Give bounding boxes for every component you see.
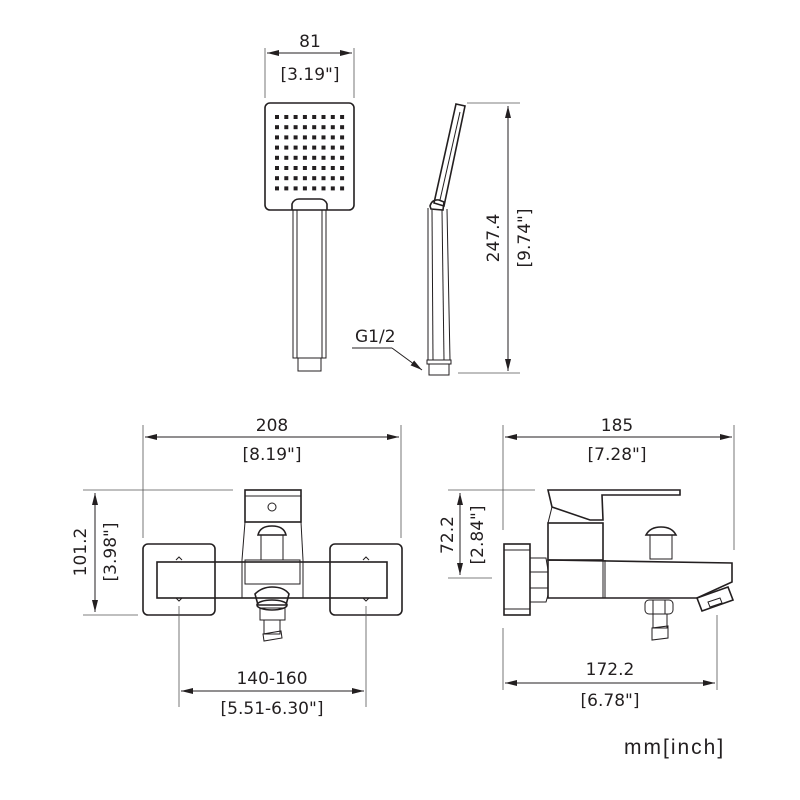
spray-nozzles	[275, 115, 345, 191]
height-72-2-label: 72.2	[438, 516, 458, 554]
width-81-label: 81	[299, 32, 321, 52]
units-label: mm[inch]	[624, 736, 725, 759]
spout-172-2-label: 172.2	[586, 660, 635, 680]
depth-7-28-label: [7.28"]	[588, 445, 647, 465]
mixer-front-view: 208 [8.19"] 101.2 [3.98"]	[71, 416, 403, 719]
hand-shower-side-view: G1/2 247.4 [9.74"]	[352, 102, 535, 376]
height-2-84-label: [2.84"]	[468, 506, 488, 565]
spout-6-78-label: [6.78"]	[581, 691, 640, 711]
width-8-19-label: [8.19"]	[243, 445, 302, 465]
width-3-19-label: [3.19"]	[281, 65, 340, 85]
thread-size-label: G1/2	[355, 327, 396, 347]
hand-shower-front-view: 81 [3.19"]	[264, 32, 355, 372]
centers-5-51-6-30-label: [5.51-6.30"]	[221, 699, 324, 719]
height-247-4-label: 247.4	[484, 214, 504, 263]
depth-185-label: 185	[601, 416, 633, 436]
width-208-label: 208	[256, 416, 288, 436]
height-101-2-label: 101.2	[71, 528, 91, 577]
height-9-74-label: [9.74"]	[515, 209, 535, 268]
height-3-98-label: [3.98"]	[101, 523, 121, 582]
mixer-side-view: 185 [7.28"] 72.2 [2.84"]	[438, 416, 735, 711]
centers-140-160-label: 140-160	[236, 669, 307, 689]
